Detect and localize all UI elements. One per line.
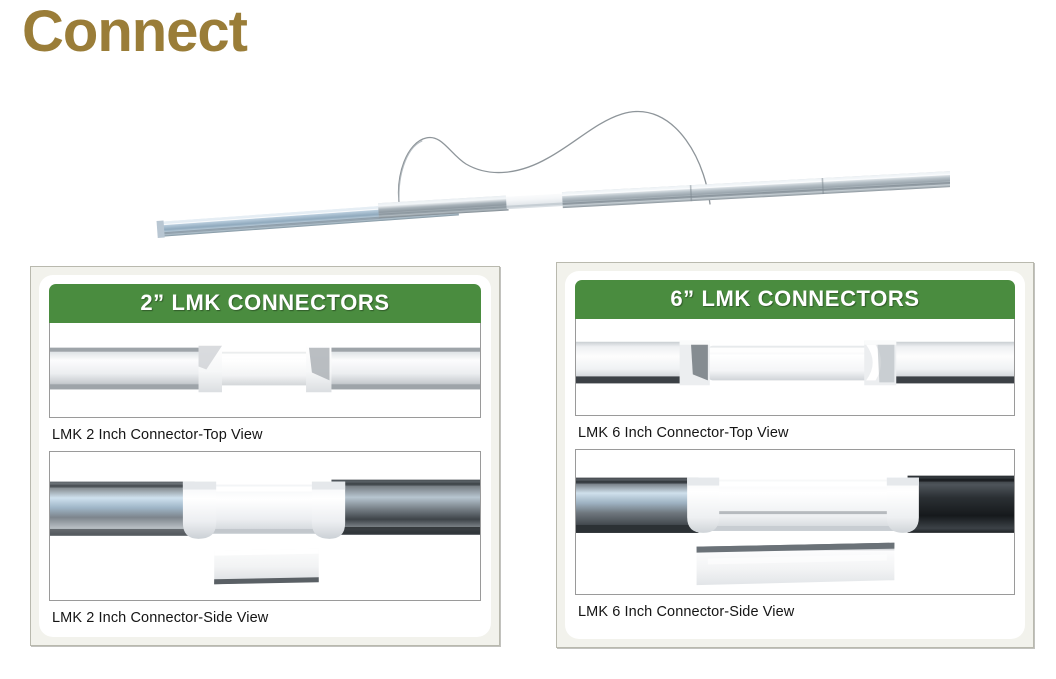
led-light-bar-with-wire-illustration [156,110,950,238]
lmk-6-inch-top-view-caption: LMK 6 Inch Connector-Top View [578,425,789,441]
side-view-6in-illustration [576,450,1014,594]
panel-6-inch-header: 6” LMK CONNECTORS [575,280,1015,319]
lmk-6-inch-connector-top-view-photo [575,319,1015,416]
panel-6-inch-connectors: 6” LMK CONNECTORS [556,262,1034,648]
side-view-2in-illustration [50,452,480,600]
panel-2-inch-header: 2” LMK CONNECTORS [49,284,481,323]
top-view-6in-illustration [576,319,1014,415]
panel-2-inch-connectors: 2” LMK CONNECTORS [30,266,500,646]
panel-2-inch-inner: 2” LMK CONNECTORS [39,275,491,637]
lmk-2-inch-top-view-caption: LMK 2 Inch Connector-Top View [52,427,263,443]
lmk-2-inch-connector-top-view-photo [49,323,481,418]
top-view-2in-illustration [50,323,480,417]
lmk-2-inch-side-view-caption: LMK 2 Inch Connector-Side View [52,610,269,626]
hero-product-photo [150,78,950,243]
lmk-6-inch-connector-side-view-photo [575,449,1015,595]
lmk-2-inch-connector-side-view-photo [49,451,481,601]
page-title: Connect [22,0,248,64]
panel-6-inch-inner: 6” LMK CONNECTORS [565,271,1025,639]
lmk-6-inch-side-view-caption: LMK 6 Inch Connector-Side View [578,604,795,620]
